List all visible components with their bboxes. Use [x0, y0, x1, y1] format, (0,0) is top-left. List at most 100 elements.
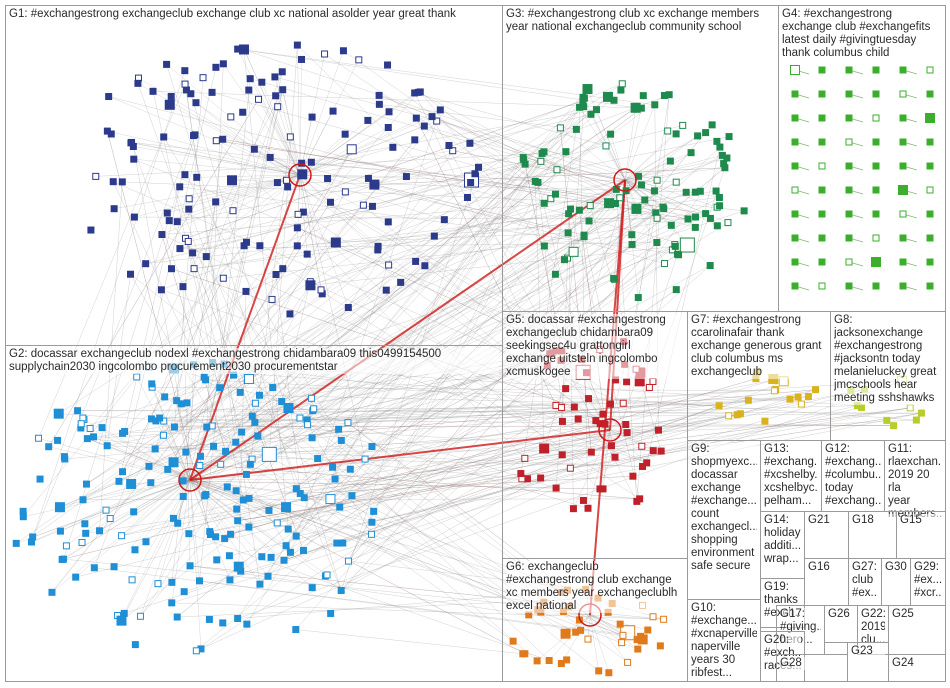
- node-g2: [148, 380, 156, 388]
- node-g1: [308, 113, 316, 121]
- node-g1: [158, 231, 166, 239]
- edge: [108, 96, 301, 176]
- node-g3: [537, 157, 545, 165]
- edge: [550, 179, 626, 199]
- edge: [579, 107, 626, 181]
- node-g2: [161, 393, 169, 401]
- node-g1: [181, 80, 189, 88]
- edge: [296, 244, 675, 537]
- node-g6: [563, 656, 571, 664]
- edge: [130, 274, 287, 546]
- node-g4: [872, 162, 880, 170]
- node-g2: [244, 374, 255, 385]
- node-g7: [794, 393, 802, 401]
- edge: [121, 235, 435, 536]
- node-g3: [664, 127, 672, 135]
- node-g4: [845, 186, 853, 194]
- node-g2: [128, 576, 136, 584]
- edge: [237, 473, 521, 521]
- node-g2: [62, 542, 70, 550]
- edge: [327, 178, 569, 234]
- node-g2: [173, 397, 181, 405]
- edge: [199, 580, 641, 637]
- node-g1: [397, 278, 405, 286]
- edge: [89, 242, 247, 429]
- node-g2: [314, 455, 322, 463]
- node-g1: [227, 113, 235, 121]
- edge: [609, 387, 650, 431]
- edge: [343, 50, 551, 199]
- node-g1: [142, 260, 150, 268]
- edge: [130, 142, 301, 176]
- edge: [62, 479, 191, 560]
- node-g2: [159, 431, 167, 439]
- group-box-g7: G7: #exchangestrong ccarolinafair thank …: [687, 311, 831, 441]
- edge: [249, 78, 301, 176]
- node-g8: [890, 422, 898, 430]
- node-g2: [219, 619, 227, 627]
- edge: [169, 220, 342, 441]
- group-label-g26: G26: [828, 608, 854, 621]
- node-g2: [180, 588, 188, 596]
- node-g3: [706, 214, 714, 222]
- node-g4: [872, 210, 880, 218]
- edge: [167, 184, 642, 470]
- node-g3: [568, 246, 579, 257]
- edge: [122, 92, 419, 434]
- node-g4: [818, 234, 826, 242]
- node-g1: [149, 87, 157, 95]
- node-g3: [672, 130, 680, 138]
- edge: [303, 245, 545, 551]
- node-g2: [86, 425, 94, 433]
- group-box-g27: G27: club #ex...: [848, 558, 882, 606]
- node-g2: [245, 494, 253, 502]
- edge: [304, 100, 584, 498]
- node-g1: [179, 283, 187, 291]
- node-g5: [585, 395, 593, 403]
- node-g1: [157, 286, 165, 294]
- node-g3: [575, 206, 583, 214]
- edge: [317, 399, 749, 459]
- node-g2: [245, 523, 253, 531]
- node-g1: [421, 262, 429, 270]
- edge: [209, 407, 911, 532]
- node-g2: [120, 609, 128, 617]
- edge: [189, 479, 228, 488]
- edge: [177, 89, 283, 524]
- edge: [154, 89, 283, 450]
- node-g8: [912, 416, 920, 424]
- node-g5: [552, 484, 560, 492]
- hub-node-g3: [613, 168, 637, 192]
- node-g2: [368, 518, 376, 526]
- node-g3: [659, 203, 667, 211]
- edge: [189, 479, 202, 649]
- edge: [186, 402, 191, 481]
- edge: [189, 479, 270, 511]
- hub-node-g2: [178, 468, 202, 492]
- edge: [295, 629, 523, 655]
- node-g3: [637, 104, 645, 112]
- edge: [189, 479, 313, 588]
- node-g6: [649, 613, 657, 621]
- node-g5: [643, 459, 651, 467]
- node-g2: [205, 615, 213, 623]
- group-label-g14: G14: holiday additi... wrap...: [764, 514, 801, 566]
- edge: [299, 174, 349, 308]
- hub-node-g1: [288, 163, 312, 187]
- edge: [83, 498, 640, 500]
- node-g3: [721, 164, 729, 172]
- edge: [136, 89, 283, 378]
- group-label-g29: G29: #ex... #xcr...: [914, 561, 942, 600]
- node-g3: [560, 256, 568, 264]
- edge: [174, 368, 557, 489]
- edge: [244, 49, 301, 176]
- node-g5: [654, 426, 662, 434]
- node-g6: [557, 659, 565, 667]
- node-g2: [292, 626, 300, 634]
- edge: [140, 479, 191, 617]
- edge: [113, 181, 206, 380]
- node-g4: [845, 66, 853, 74]
- node-g2: [183, 399, 191, 407]
- node-g2: [119, 429, 127, 437]
- edge: [296, 412, 922, 537]
